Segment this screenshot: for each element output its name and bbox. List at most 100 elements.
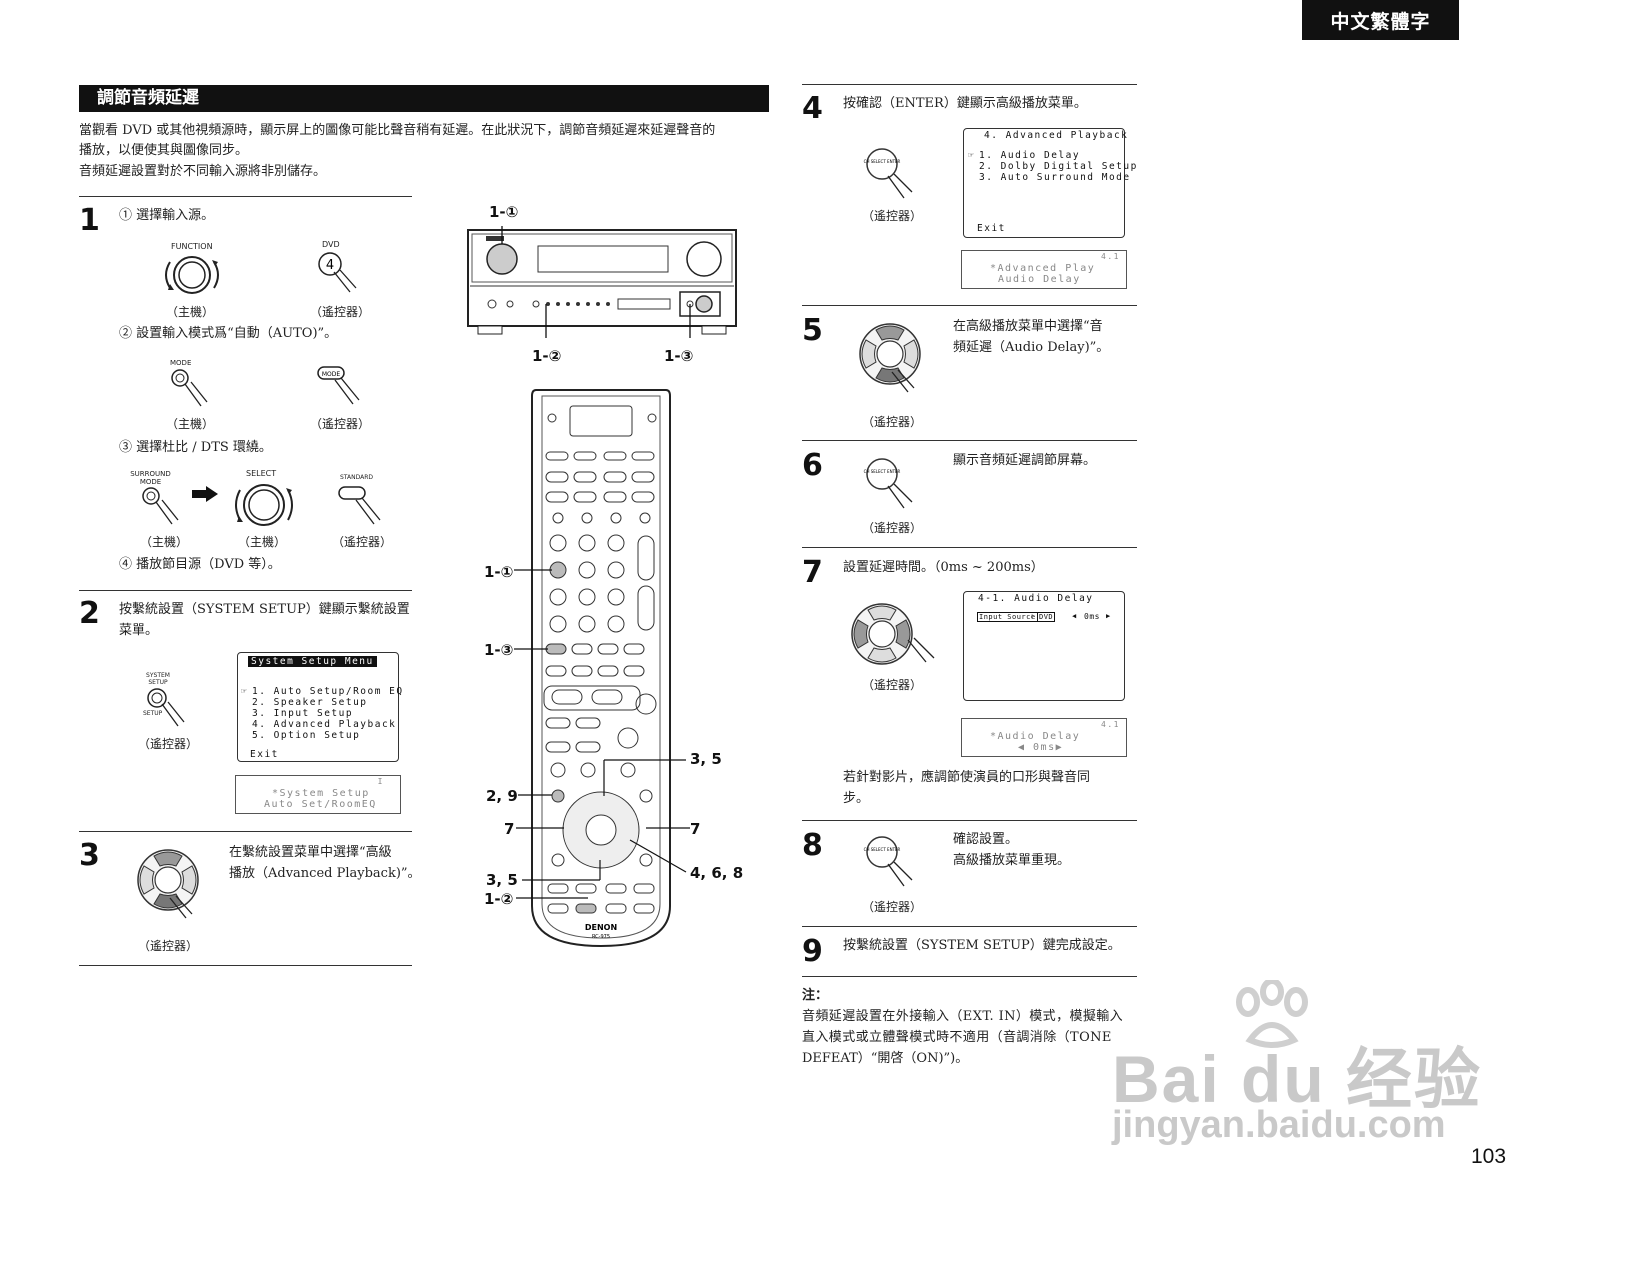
lcd-line: Auto Set/RoomEQ	[264, 799, 377, 810]
step9-text: 按繫統設置（SYSTEM SETUP）鍵完成設定。	[843, 938, 1121, 953]
callout-1-3: 1-③	[664, 347, 694, 365]
osd-item: 3. Input Setup	[252, 708, 354, 719]
osd-title: System Setup Menu	[248, 656, 377, 667]
remote-caption: （遙控器）	[861, 678, 922, 692]
callout-7-left: 7	[504, 820, 515, 838]
osd-item: 4. Advanced Playback	[252, 719, 397, 730]
source-value: DVD	[1037, 612, 1056, 622]
surround-mode-button-icon	[142, 487, 179, 525]
mode-remote-button-icon: MODE	[317, 366, 360, 405]
divider	[79, 965, 412, 966]
step-number: 9	[802, 934, 823, 969]
front-display: 4.1 *Advanced Play Audio Delay	[961, 250, 1127, 289]
intro-line: 播放，以便使其與圖像同步。	[79, 143, 249, 158]
svg-text:CH SELECT ENTER: CH SELECT ENTER	[864, 469, 901, 474]
step1-sub3: ③ 選擇杜比 / DTS 環繞。	[119, 440, 272, 455]
watermark-brand: Bai du 经验	[1112, 1042, 1483, 1116]
system-setup-menu-screen: System Setup Menu ☞ 1. Auto Setup/Room E…	[237, 652, 402, 762]
main-unit-caption: （主機）	[237, 535, 286, 549]
divider	[79, 590, 412, 591]
step-number: 7	[802, 555, 823, 590]
osd-item: 2. Speaker Setup	[252, 697, 368, 708]
divider	[79, 196, 412, 197]
callout-2-9: 2, 9	[486, 787, 518, 805]
standard-button-icon	[338, 486, 381, 525]
standard-label: STANDARD	[340, 474, 374, 481]
osd-item: 1. Audio Delay	[979, 150, 1081, 161]
function-label: FUNCTION	[171, 242, 213, 251]
divider	[802, 926, 1137, 927]
divider	[802, 440, 1137, 441]
enter-button-icon: CH SELECT ENTER	[864, 836, 913, 887]
divider	[802, 820, 1137, 821]
receiver-front-panel-diagram	[467, 226, 737, 338]
osd-title: 4. Advanced Playback	[984, 130, 1129, 141]
osd-exit: Exit	[977, 223, 1006, 234]
step8-text: 確認設置。	[953, 832, 1019, 847]
step1-sub1: ① 選擇輸入源。	[119, 208, 215, 223]
callout-1-2: 1-②	[484, 890, 514, 908]
page-number: 103	[1471, 1145, 1507, 1168]
osd-exit: Exit	[250, 749, 279, 760]
note-line: 直入模式或立體聲模式時不適用（音調消除（TONE	[802, 1030, 1112, 1045]
step-number: 1	[79, 203, 100, 238]
language-tab: 中文繁體字	[1302, 0, 1459, 40]
step-number: 4	[802, 91, 823, 126]
step7-note: 若針對影片，應調節使演員的口形與聲音同	[843, 770, 1091, 785]
step7-text: 設置延遲時間。（0ms ~ 200ms）	[843, 560, 1044, 575]
svg-text:RC-975: RC-975	[592, 934, 610, 940]
select-label: SELECT	[246, 469, 277, 478]
svg-text:4: 4	[326, 258, 334, 273]
osd-item: 1. Auto Setup/Room EQ	[252, 686, 404, 697]
lcd-line: *Audio Delay	[990, 731, 1081, 742]
note-title: 注：	[802, 988, 829, 1003]
step-number: 6	[802, 448, 823, 483]
svg-text:DENON: DENON	[585, 923, 617, 932]
step-number: 5	[802, 313, 823, 348]
svg-text:CH SELECT ENTER: CH SELECT ENTER	[864, 159, 901, 164]
system-setup-label: SYSTEM SETUP	[146, 672, 170, 686]
step7-note: 步。	[843, 791, 870, 806]
cursor-hand-icon: ☞	[968, 150, 976, 161]
remote-caption: （遙控器）	[331, 535, 392, 549]
select-knob-icon	[235, 484, 293, 526]
input-source-label: Input Source	[977, 612, 1038, 622]
watermark-url: jingyan.baidu.com	[1112, 1104, 1446, 1146]
svg-text:MODE: MODE	[322, 371, 341, 378]
divider	[79, 831, 412, 832]
svg-text:CH SELECT ENTER: CH SELECT ENTER	[864, 847, 901, 852]
intro-line: 當觀看 DVD 或其他視頻源時，顯示屏上的圖像可能比聲音稍有延遲。在此狀況下，調…	[79, 123, 716, 138]
advanced-playback-menu-screen: 4. Advanced Playback ☞ 1. Audio Delay 2.…	[963, 128, 1136, 238]
lcd-line: *System Setup	[272, 788, 370, 799]
lcd-corner: 4.1	[1101, 252, 1120, 261]
step-number: 3	[79, 838, 100, 873]
main-unit-caption: （主機）	[165, 417, 214, 431]
step3-text: 在繫統設置菜單中選擇“高級	[229, 845, 392, 860]
enter-button-icon: CH SELECT ENTER	[864, 148, 913, 199]
step8-text: 高級播放菜單重現。	[953, 853, 1071, 868]
function-knob-icon	[165, 256, 219, 294]
surround-mode-label: SURROUND MODE	[130, 470, 171, 486]
main-unit-caption: （主機）	[165, 305, 214, 319]
baidu-paw-logo	[1236, 980, 1308, 1048]
dvd-4-button-icon: 4	[318, 252, 357, 293]
cursor-hand-icon: ☞	[241, 686, 249, 697]
step5-text: 在高級播放菜單中選擇“音	[953, 319, 1103, 334]
callout-4-6-8: 4, 6, 8	[690, 864, 744, 882]
cursor-pad-down-icon	[137, 849, 199, 919]
step1-sub2: ② 設置輸入模式爲“自動（AUTO)”。	[119, 326, 338, 341]
enter-button-icon: CH SELECT ENTER	[864, 458, 913, 509]
step2-text: 按繫統設置（SYSTEM SETUP）鍵顯示繫統設置	[119, 602, 410, 617]
lcd-line: ◀ 0ms▶	[1018, 742, 1064, 753]
arrow-right-icon	[192, 486, 218, 502]
remote-caption: （遙控器）	[861, 521, 922, 535]
audio-delay-screen: 4-1. Audio Delay Input Source : DVD ◀ 0m…	[963, 591, 1125, 701]
lcd-corner: 4.1	[1101, 720, 1120, 729]
callout-3-5: 3, 5	[486, 871, 518, 889]
step2-text: 菜單。	[119, 623, 159, 638]
remote-caption: （遙控器）	[137, 939, 198, 953]
callout-3-5: 3, 5	[690, 750, 722, 768]
intro-line: 音頻延遲設置對於不同輸入源將非別儲存。	[79, 164, 327, 179]
callout-1-1: 1-①	[489, 203, 519, 221]
mode-button-icon	[171, 369, 208, 407]
